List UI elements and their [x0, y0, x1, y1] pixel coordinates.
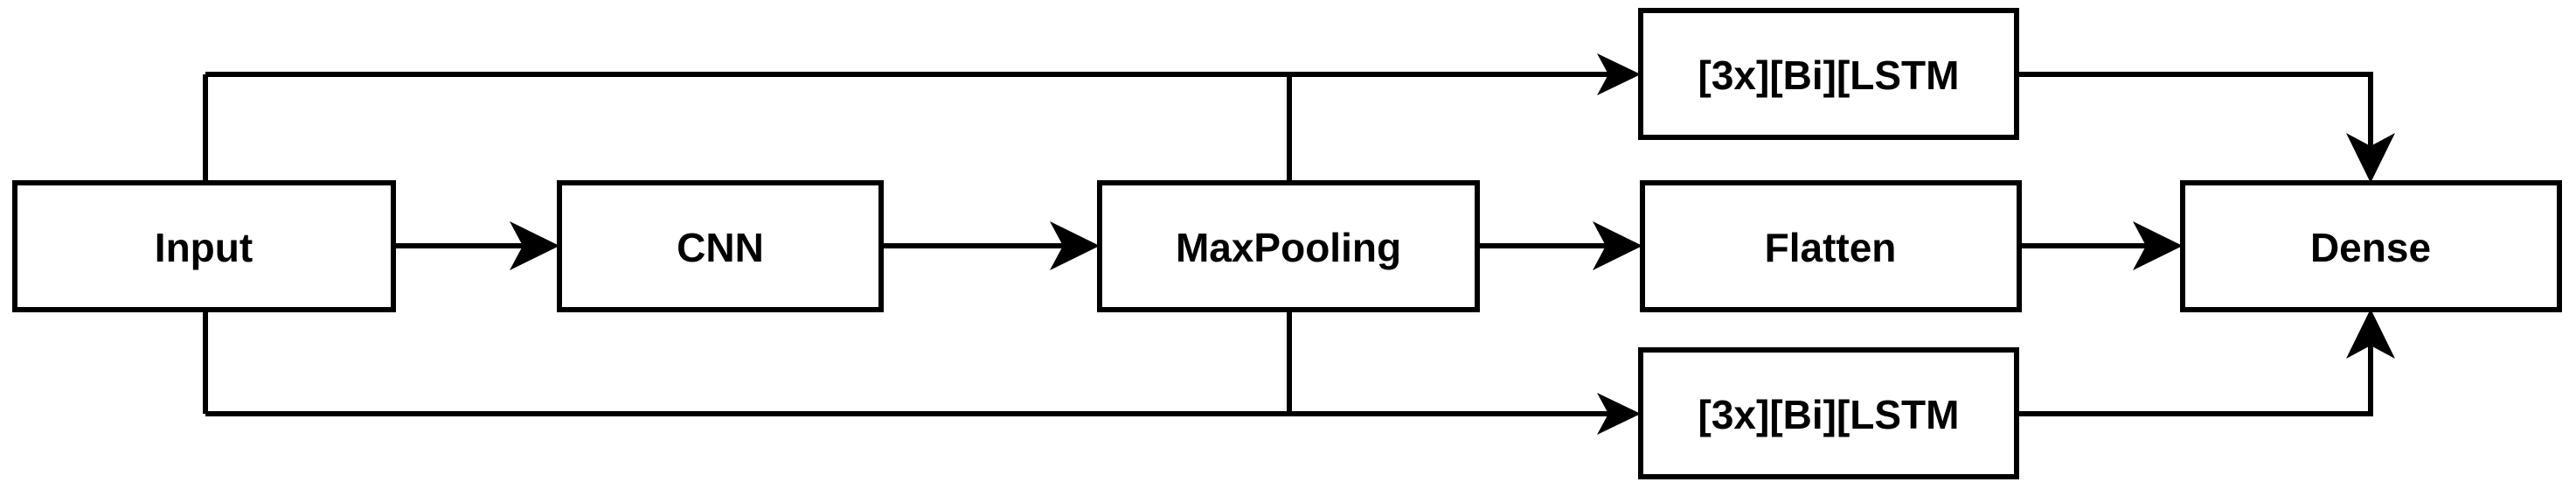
node-lstm-bottom[interactable]: [3x][Bi][LSTM — [1638, 347, 2019, 479]
edge-cnn-to-maxpooling — [881, 221, 1100, 270]
edge-flatten-to-dense — [2019, 221, 2183, 270]
node-input-box[interactable] — [12, 180, 396, 312]
arrow-head-into-flatten — [1593, 221, 1642, 270]
node-lstm-top[interactable]: [3x][Bi][LSTM — [1638, 8, 2019, 140]
node-dense-box[interactable] — [2180, 180, 2562, 312]
edge-lstm-top-to-dense — [2017, 72, 2395, 183]
lstm-top-to-dense-line — [2017, 72, 2373, 157]
node-cnn[interactable]: CNN — [557, 180, 884, 312]
lstm-bottom-to-dense-line — [2017, 334, 2373, 416]
node-cnn-box[interactable] — [557, 180, 884, 312]
node-lstm-top-box[interactable] — [1638, 8, 2019, 140]
node-cnn-label: CNN — [677, 225, 764, 270]
node-lstm-top-label: [3x][Bi][LSTM — [1698, 52, 1960, 98]
arrow-head-into-dense-bottom — [2346, 309, 2395, 359]
node-flatten-box[interactable] — [1640, 180, 2022, 312]
edge-lstm-bottom-to-dense — [2017, 309, 2395, 416]
node-flatten[interactable]: Flatten — [1640, 180, 2022, 312]
node-lstm-bottom-box[interactable] — [1638, 347, 2019, 479]
node-maxpooling[interactable]: MaxPooling — [1097, 180, 1480, 312]
node-maxpooling-label: MaxPooling — [1176, 225, 1401, 270]
arrow-head-into-dense-left — [2133, 221, 2183, 270]
edge-maxpooling-to-flatten — [1477, 221, 1642, 270]
node-lstm-bottom-label: [3x][Bi][LSTM — [1698, 392, 1960, 437]
node-maxpooling-box[interactable] — [1097, 180, 1480, 312]
node-input-label: Input — [155, 225, 253, 270]
arrow-head-into-dense-top — [2346, 133, 2395, 183]
node-dense-label: Dense — [2310, 225, 2431, 270]
arrow-head-into-maxpooling — [1050, 221, 1100, 270]
node-input[interactable]: Input — [12, 180, 396, 312]
arrow-head-into-cnn — [510, 221, 559, 270]
node-flatten-label: Flatten — [1765, 225, 1897, 270]
edge-input-to-lstm-bottom — [205, 393, 1641, 435]
edge-input-to-lstm-top — [205, 53, 1641, 95]
edge-input-to-cnn — [393, 221, 559, 270]
node-dense[interactable]: Dense — [2180, 180, 2562, 312]
arrow-head-into-lstm-bottom — [1597, 393, 1641, 435]
arrow-head-into-lstm-top — [1597, 53, 1641, 95]
